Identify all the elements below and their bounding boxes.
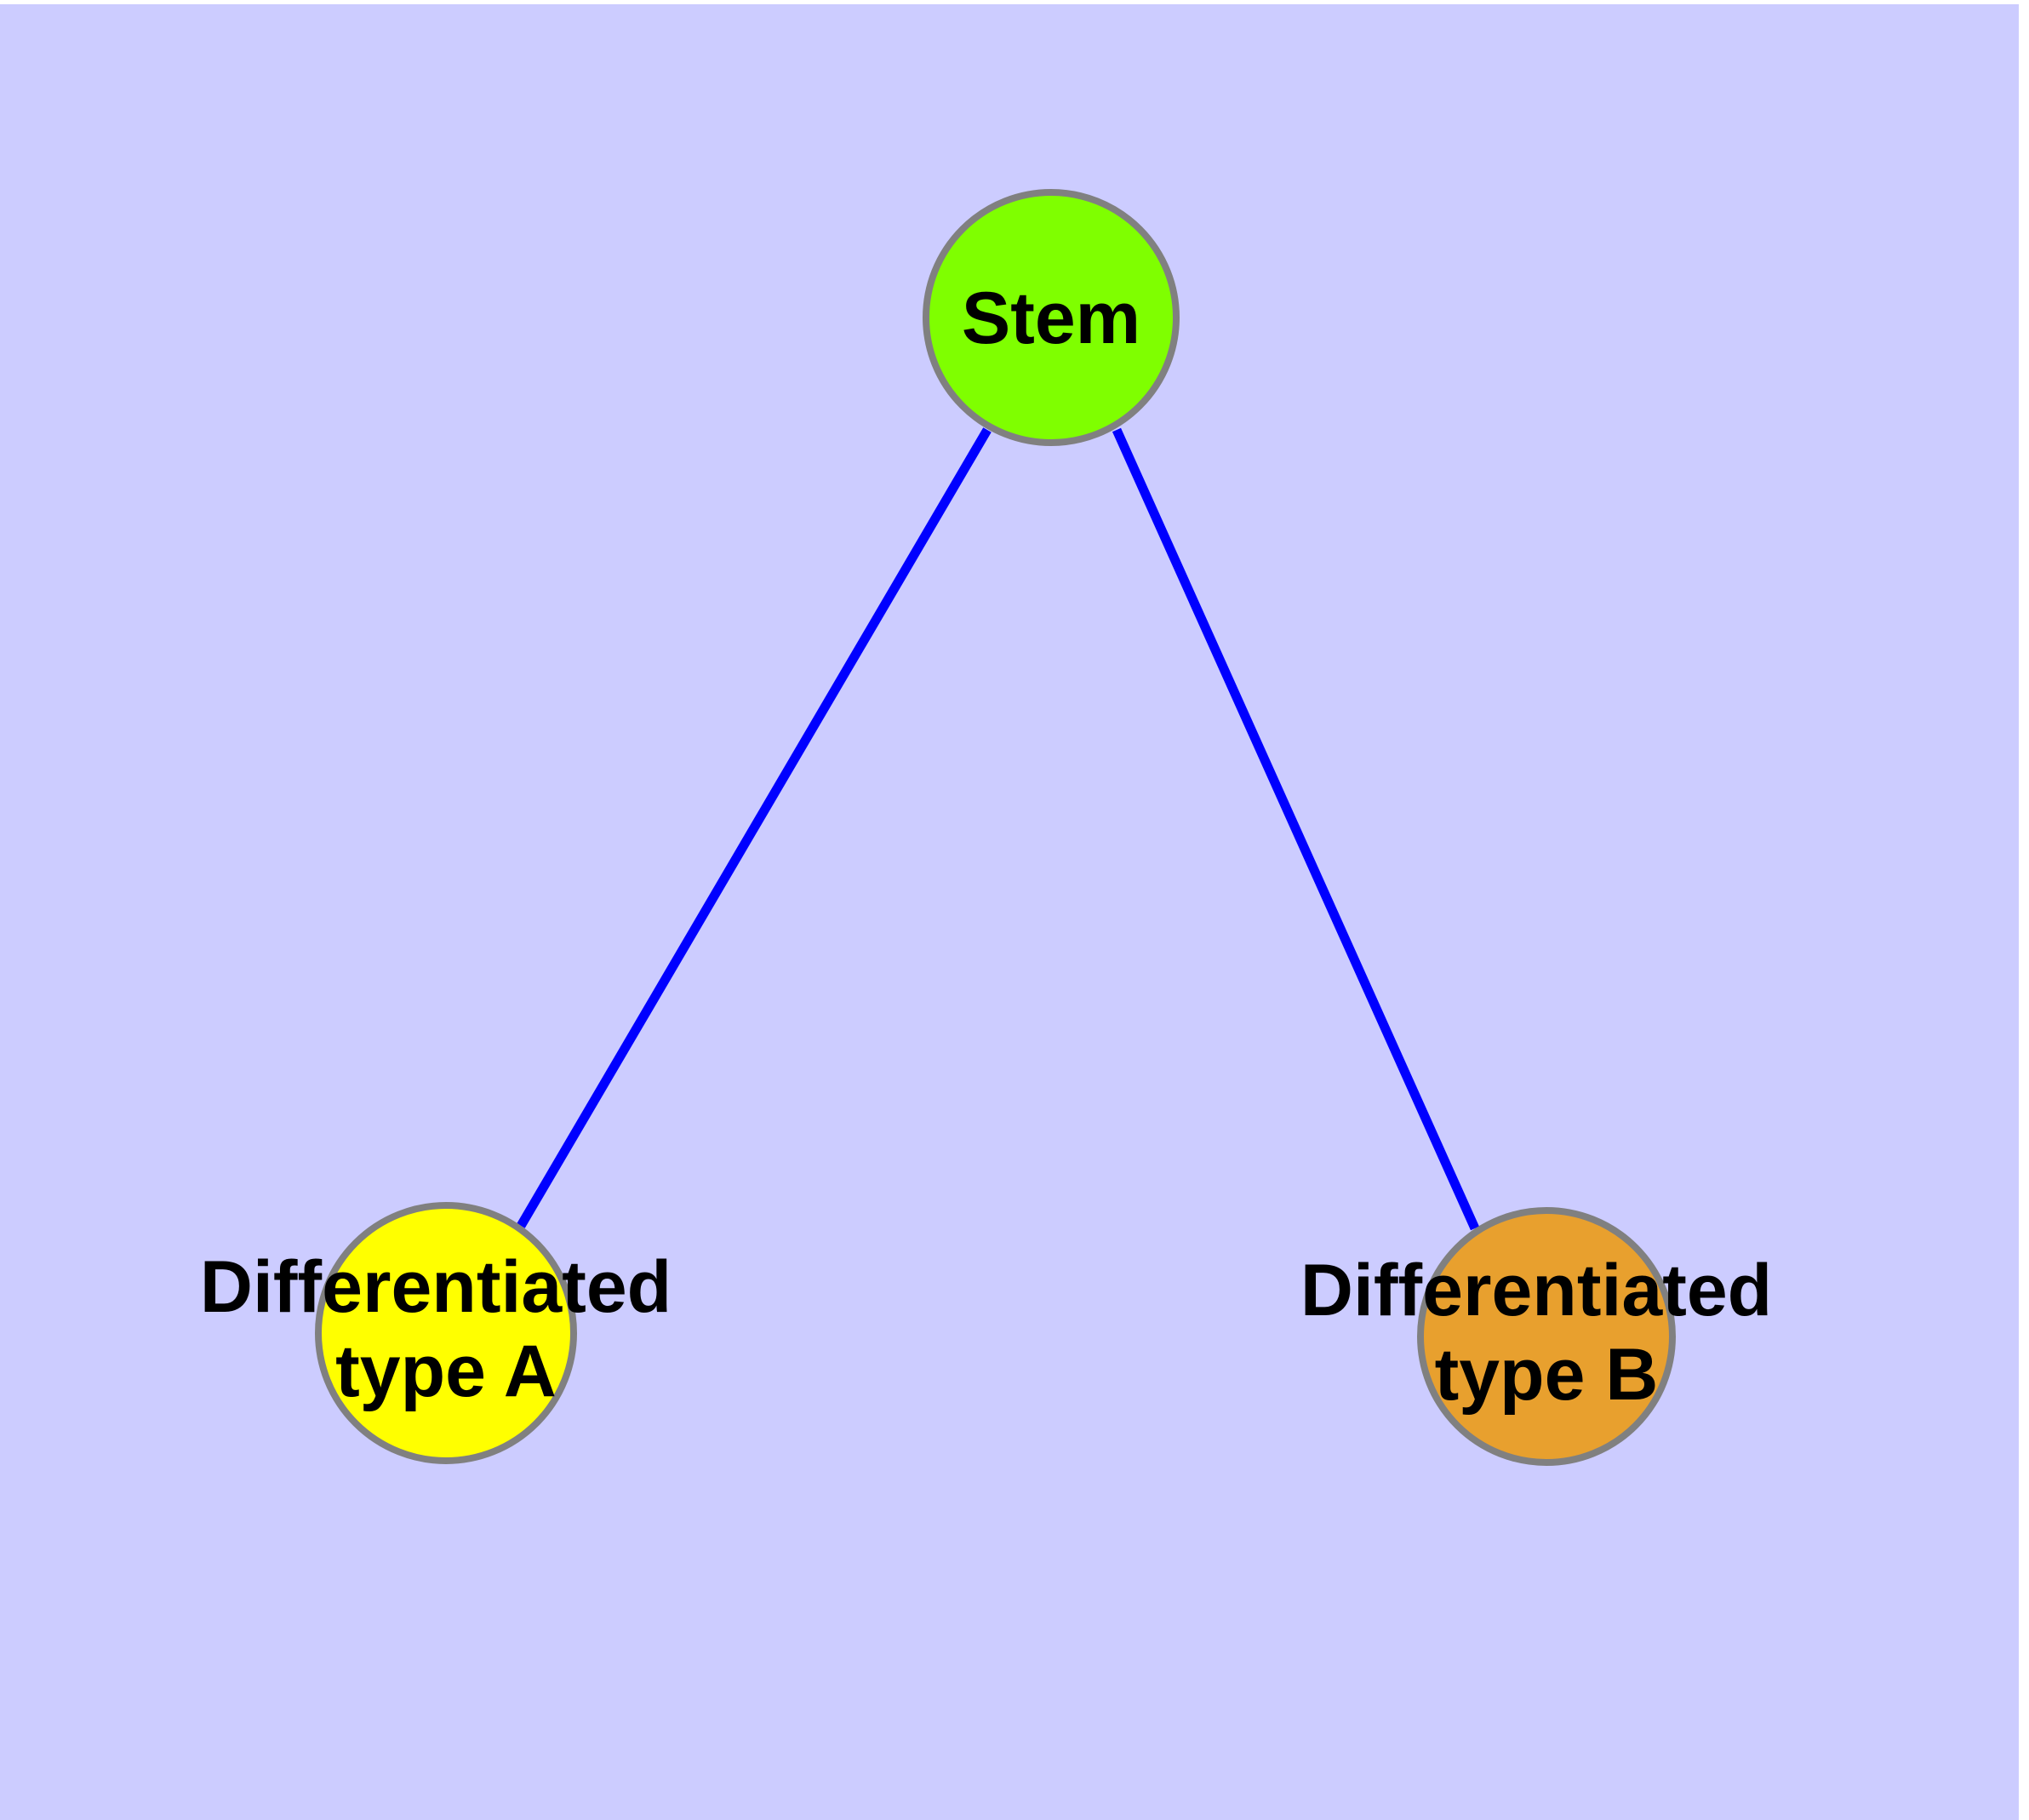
node-differentiated-type-a-label-line-2: type A xyxy=(335,1331,557,1412)
node-layer xyxy=(315,189,1676,1466)
node-differentiated-type-a-circle[interactable] xyxy=(315,1202,577,1464)
node-differentiated-type-b-circle[interactable] xyxy=(1417,1207,1676,1466)
edge-stem-to-diff-a[interactable] xyxy=(517,427,992,1228)
node-differentiated-type-a[interactable] xyxy=(315,1202,577,1464)
node-differentiated-type-b-label-line-2: type B xyxy=(1435,1334,1659,1416)
node-differentiated-type-b[interactable] xyxy=(1417,1207,1676,1466)
node-differentiated-type-b-label: Differentiated type B xyxy=(1300,1250,1792,1416)
node-stem-circle[interactable] xyxy=(923,189,1180,446)
node-differentiated-type-a-label: Differentiated type A xyxy=(200,1246,692,1412)
edge-stem-to-diff-b[interactable] xyxy=(1112,427,1480,1231)
label-layer: Stem Differentiated type A Differentiate… xyxy=(200,278,1792,1416)
node-differentiated-type-a-label-line-1: Differentiated xyxy=(200,1246,672,1328)
node-stem-label-line-1: Stem xyxy=(962,278,1140,359)
edge-layer xyxy=(517,427,1480,1231)
node-stem-label: Stem xyxy=(962,278,1140,359)
node-differentiated-type-b-label-line-1: Differentiated xyxy=(1300,1250,1772,1331)
node-stem[interactable] xyxy=(923,189,1180,446)
